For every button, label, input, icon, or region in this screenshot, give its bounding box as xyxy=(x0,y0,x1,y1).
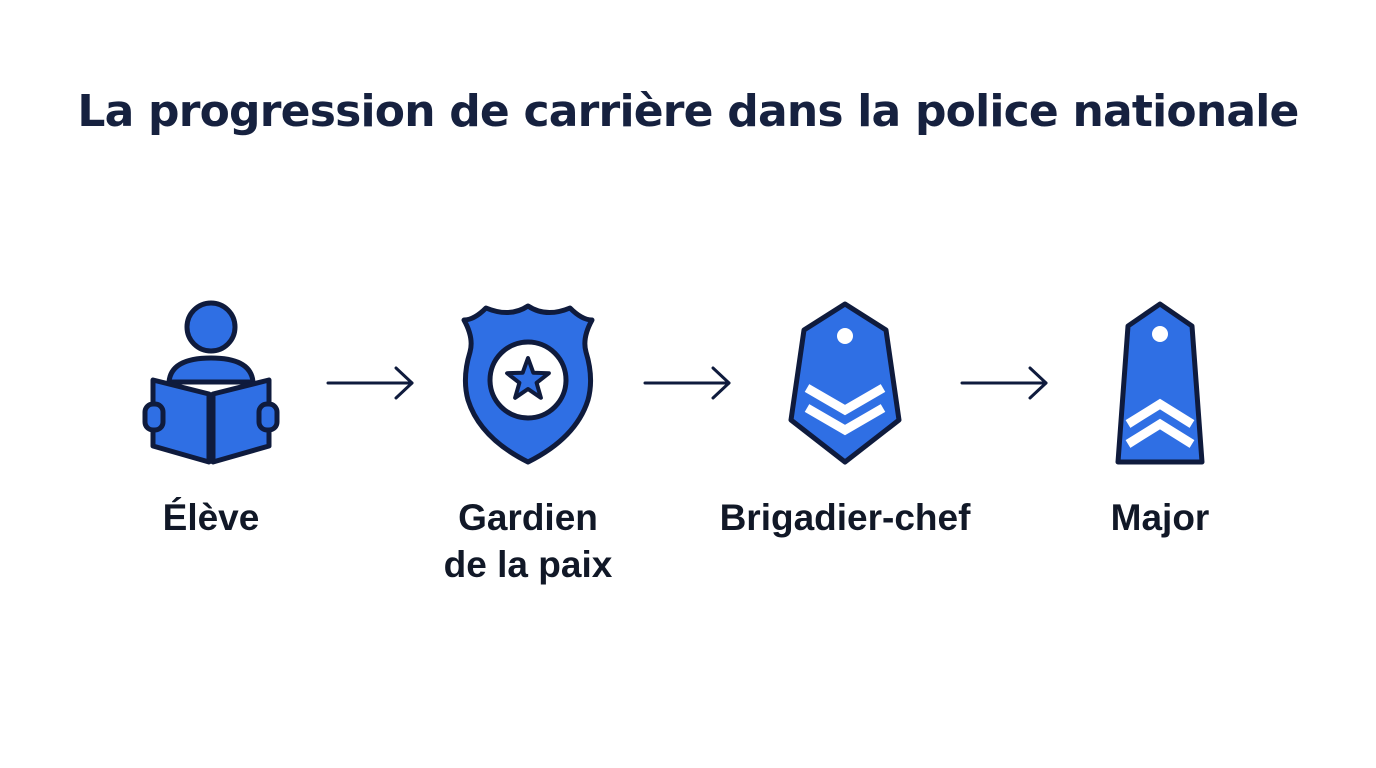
stage-label-line: de la paix xyxy=(443,544,613,585)
stage-label-line: Brigadier-chef xyxy=(719,497,971,538)
stage-label-line: Major xyxy=(1110,497,1210,538)
page-title: La progression de carrière dans la polic… xyxy=(77,86,1299,137)
student-reading-icon xyxy=(121,296,301,472)
stage-label-major: Major xyxy=(1010,494,1310,541)
stage-label-gardien: Gardien de la paix xyxy=(378,494,678,588)
epaulette-double-chevron-icon xyxy=(755,296,935,472)
arrow-right-icon xyxy=(643,363,733,403)
arrow-right-icon xyxy=(326,363,416,403)
stage-label-eleve: Élève xyxy=(61,494,361,541)
police-badge-star-icon xyxy=(438,296,618,472)
epaulette-upward-chevron-icon xyxy=(1070,296,1250,472)
stage-label-line: Élève xyxy=(162,497,260,538)
arrow-right-icon xyxy=(960,363,1050,403)
stage-label-brigadier-chef: Brigadier-chef xyxy=(695,494,995,541)
stage-label-line: Gardien xyxy=(458,497,598,538)
